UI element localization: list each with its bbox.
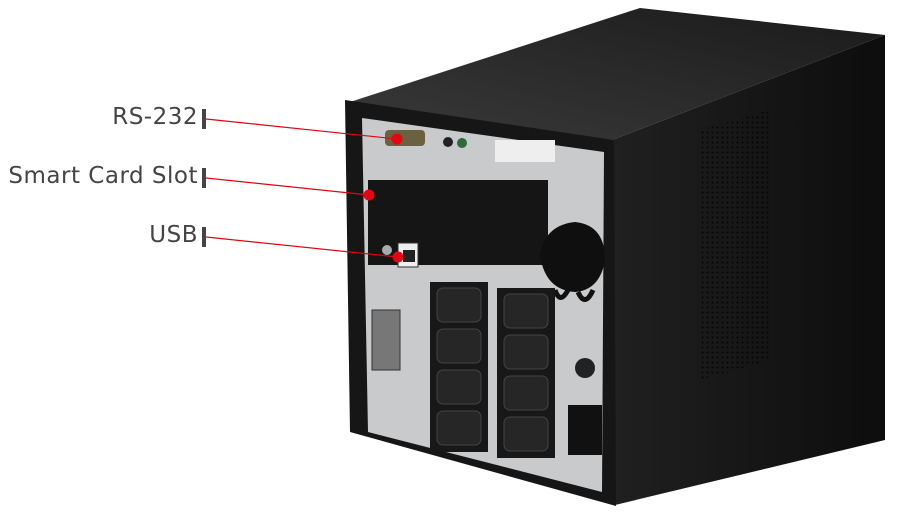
overload-protector (575, 358, 595, 378)
power-outlet (436, 410, 482, 446)
callout-label-smart-card-slot: Smart Card Slot (8, 163, 198, 189)
callout-bar-rs232 (202, 109, 206, 129)
power-outlets (430, 282, 555, 458)
callout-dot-smart-card-slot (363, 189, 375, 201)
side-vent (700, 110, 770, 380)
smart-card-slot (368, 180, 548, 265)
callout-dot-usb (392, 251, 404, 263)
power-outlet (503, 375, 549, 411)
callout-line-usb (205, 236, 399, 258)
ac-input (568, 405, 602, 455)
battery-connector (371, 309, 401, 371)
callout-label-rs232: RS-232 (112, 104, 198, 130)
power-outlet (503, 334, 549, 370)
power-outlet (503, 416, 549, 452)
power-outlet (503, 293, 549, 329)
power-outlet (436, 369, 482, 405)
callout-bar-usb (202, 227, 206, 247)
battery-connector-plug (540, 222, 605, 302)
callout-line-rs232 (205, 118, 398, 140)
callout-bar-smart-card-slot (202, 168, 206, 188)
callout-label-usb: USB (149, 222, 198, 248)
power-outlet (436, 287, 482, 323)
callout-dot-rs232 (391, 133, 403, 145)
callout-line-smart-card-slot (205, 177, 370, 196)
callout-lines (202, 109, 404, 263)
usb-port (382, 242, 419, 268)
power-outlet (436, 328, 482, 364)
